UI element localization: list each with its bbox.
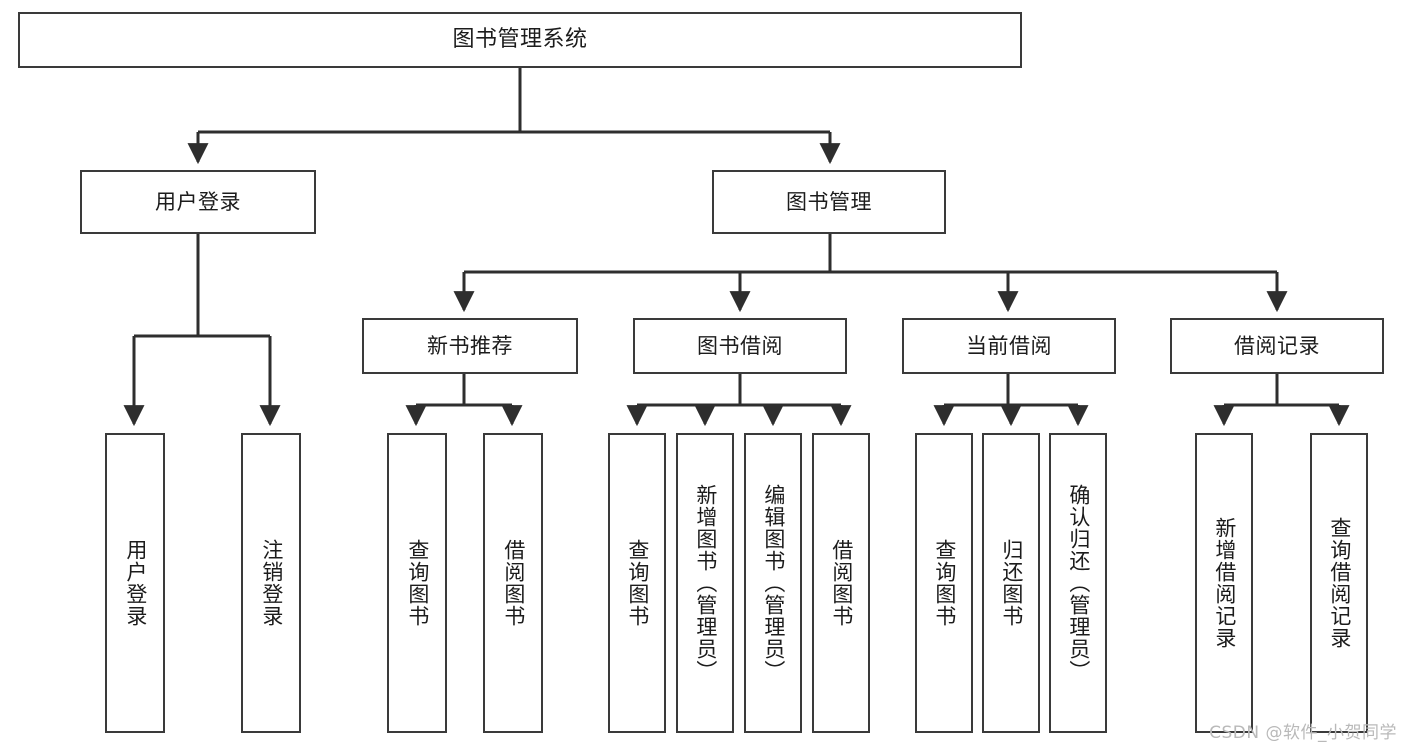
- node-leaf-add-record[interactable]: 新增借阅记录: [1195, 433, 1253, 733]
- node-leaf-query-book-2-label: 查询图书: [625, 539, 650, 627]
- node-leaf-add-book[interactable]: 新增图书（管理员）: [676, 433, 734, 733]
- node-new-book-recommend[interactable]: 新书推荐: [362, 318, 578, 374]
- node-leaf-edit-book[interactable]: 编辑图书（管理员）: [744, 433, 802, 733]
- node-leaf-return-book[interactable]: 归还图书: [982, 433, 1040, 733]
- node-leaf-user-login-label: 用户登录: [123, 539, 148, 627]
- node-leaf-query-book-1[interactable]: 查询图书: [387, 433, 447, 733]
- node-leaf-logout-login[interactable]: 注销登录: [241, 433, 301, 733]
- node-leaf-borrow-book-2-label: 借阅图书: [829, 539, 854, 627]
- node-leaf-logout-login-label: 注销登录: [259, 539, 284, 627]
- node-leaf-query-book-2[interactable]: 查询图书: [608, 433, 666, 733]
- node-current-borrow-label: 当前借阅: [966, 333, 1052, 358]
- node-leaf-query-record-label: 查询借阅记录: [1327, 517, 1352, 649]
- node-leaf-borrow-book-2[interactable]: 借阅图书: [812, 433, 870, 733]
- node-leaf-confirm-return[interactable]: 确认归还（管理员）: [1049, 433, 1107, 733]
- csdn-watermark: CSDN @软件_小贺同学: [1209, 723, 1397, 743]
- node-user-login[interactable]: 用户登录: [80, 170, 316, 234]
- node-leaf-query-book-1-label: 查询图书: [405, 539, 430, 627]
- node-leaf-user-login[interactable]: 用户登录: [105, 433, 165, 733]
- node-borrow-record-label: 借阅记录: [1234, 333, 1320, 358]
- node-book-manage[interactable]: 图书管理: [712, 170, 946, 234]
- node-leaf-confirm-return-label: 确认归还（管理员）: [1066, 484, 1091, 682]
- node-book-borrow[interactable]: 图书借阅: [633, 318, 847, 374]
- node-new-book-recommend-label: 新书推荐: [427, 333, 513, 358]
- node-borrow-record[interactable]: 借阅记录: [1170, 318, 1384, 374]
- node-book-borrow-label: 图书借阅: [697, 333, 783, 358]
- node-user-login-label: 用户登录: [155, 189, 241, 214]
- node-leaf-borrow-book-1[interactable]: 借阅图书: [483, 433, 543, 733]
- node-book-manage-label: 图书管理: [786, 189, 872, 214]
- node-leaf-borrow-book-1-label: 借阅图书: [501, 539, 526, 627]
- node-leaf-edit-book-label: 编辑图书（管理员）: [761, 484, 786, 682]
- node-leaf-add-book-label: 新增图书（管理员）: [693, 484, 718, 682]
- node-leaf-add-record-label: 新增借阅记录: [1212, 517, 1237, 649]
- node-leaf-query-record[interactable]: 查询借阅记录: [1310, 433, 1368, 733]
- node-current-borrow[interactable]: 当前借阅: [902, 318, 1116, 374]
- node-leaf-query-book-3-label: 查询图书: [932, 539, 957, 627]
- node-leaf-return-book-label: 归还图书: [999, 539, 1024, 627]
- node-root-system-label: 图书管理系统: [452, 27, 588, 53]
- node-leaf-query-book-3[interactable]: 查询图书: [915, 433, 973, 733]
- node-root-system[interactable]: 图书管理系统: [18, 12, 1022, 68]
